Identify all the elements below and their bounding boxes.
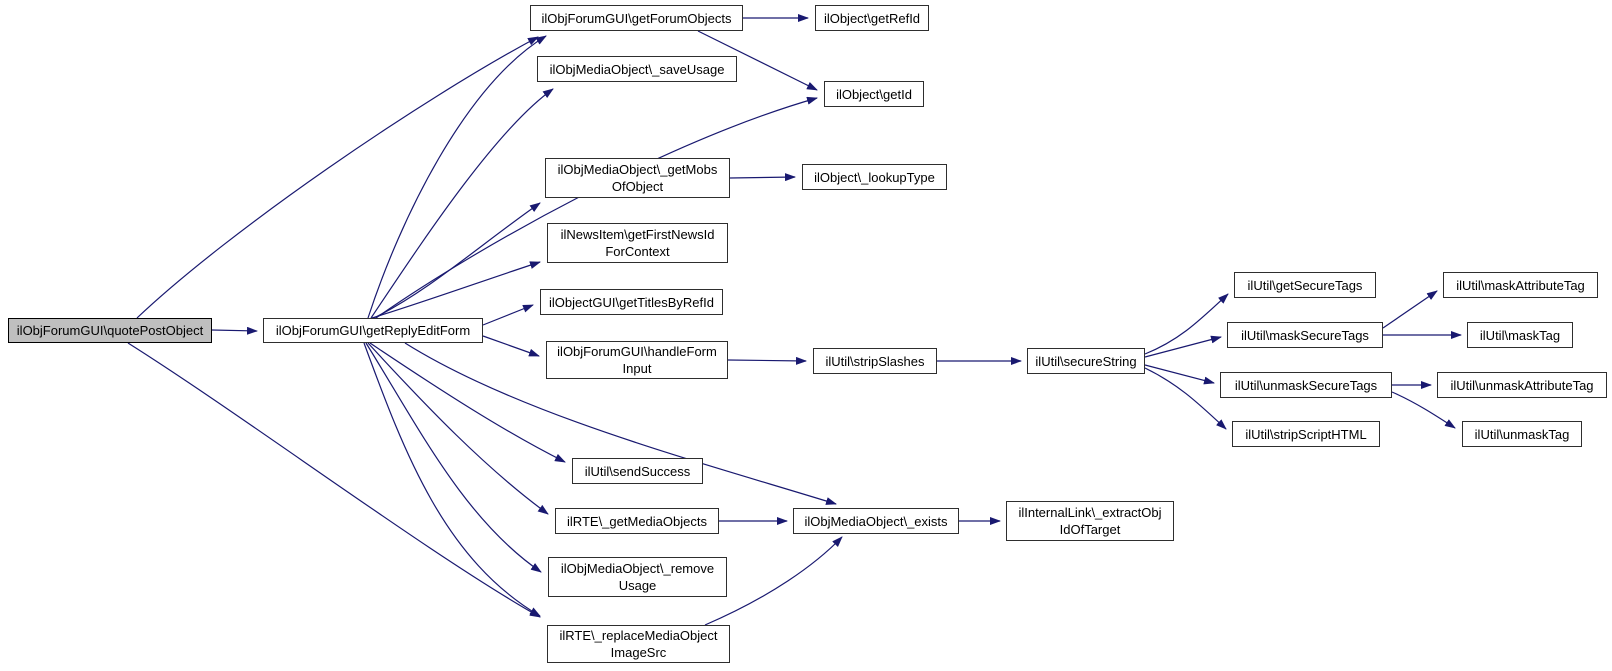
node-getSecureTags[interactable]: ilUtil\getSecureTags [1234, 272, 1376, 298]
node-getReplyEditForm[interactable]: ilObjForumGUI\getReplyEditForm [263, 318, 483, 343]
node-stripSlashes[interactable]: ilUtil\stripSlashes [813, 348, 937, 374]
edge-quote-to-forum [136, 36, 539, 319]
node-getTitlesByRefId[interactable]: ilObjectGUI\getTitlesByRefId [540, 289, 723, 315]
node-getMobsOfObject[interactable]: ilObjMediaObject\_getMobs OfObject [545, 158, 730, 198]
node-mediaObjectExists[interactable]: ilObjMediaObject\_exists [793, 508, 959, 534]
node-removeUsage[interactable]: ilObjMediaObject\_remove Usage [548, 557, 727, 597]
node-handleFormInput[interactable]: ilObjForumGUI\handleForm Input [546, 341, 728, 379]
node-lookupType[interactable]: ilObject\_lookupType [802, 164, 947, 190]
edge-quote-to-reply [211, 326, 258, 335]
edge-reply-to-exists [404, 342, 837, 505]
node-maskSecureTags[interactable]: ilUtil\maskSecureTags [1227, 322, 1383, 348]
node-getForumObjects[interactable]: ilObjForumGUI\getForumObjects [530, 5, 743, 31]
edge-forum-to-getid [697, 30, 818, 91]
node-unmaskTag[interactable]: ilUtil\unmaskTag [1462, 421, 1582, 447]
edge-reply-to-save [370, 88, 554, 319]
edge-masksec-to-maskattr [1382, 290, 1438, 329]
edge-quote-to-replace [127, 342, 541, 618]
node-quotePostObject: ilObjForumGUI\quotePostObject [8, 318, 212, 343]
node-sendSuccess[interactable]: ilUtil\sendSuccess [572, 458, 703, 484]
node-maskAttributeTag[interactable]: ilUtil\maskAttributeTag [1443, 272, 1598, 298]
node-unmaskAttributeTag[interactable]: ilUtil\unmaskAttributeTag [1437, 372, 1607, 398]
node-stripScriptHTML[interactable]: ilUtil\stripScriptHTML [1232, 421, 1380, 447]
edge-reply-to-titles [482, 304, 534, 326]
node-extractObjIdOfTarget[interactable]: ilInternalLink\_extractObj IdOfTarget [1006, 501, 1174, 541]
edge-reply-to-sendsuccess [369, 342, 566, 463]
node-getFirstNewsIdForContext[interactable]: ilNewsItem\getFirstNewsId ForContext [547, 223, 728, 263]
edge-handle-to-slashes [727, 356, 807, 365]
edge-reply-to-news [371, 261, 541, 319]
node-replaceMediaObjectImageSrc[interactable]: ilRTE\_replaceMediaObject ImageSrc [547, 625, 730, 663]
node-getRefId[interactable]: ilObject\getRefId [815, 5, 929, 31]
edge-reply-to-remove [365, 342, 542, 573]
edge-secure-to-getsec [1144, 293, 1229, 355]
edge-mobs-to-lookup [729, 173, 796, 182]
edge-reply-to-forum [367, 35, 547, 319]
node-getId[interactable]: ilObject\getId [824, 81, 924, 107]
edge-reply-to-getmedia [367, 342, 549, 515]
node-unmaskSecureTags[interactable]: ilUtil\unmaskSecureTags [1220, 372, 1392, 398]
edge-reply-to-handle [482, 335, 540, 357]
edge-replace-to-exists [704, 536, 843, 626]
edge-unmasksec-to-unmasktag [1391, 391, 1456, 429]
node-saveUsage[interactable]: ilObjMediaObject\_saveUsage [537, 56, 737, 82]
node-getMediaObjects[interactable]: ilRTE\_getMediaObjects [555, 508, 719, 534]
node-secureString[interactable]: ilUtil\secureString [1027, 348, 1145, 374]
edge-reply-to-getid [375, 96, 818, 319]
edge-secure-to-masksec [1144, 335, 1222, 358]
node-maskTag[interactable]: ilUtil\maskTag [1467, 322, 1573, 348]
edge-reply-to-mobs [373, 202, 541, 319]
edge-secure-to-stripscript [1144, 367, 1227, 430]
edge-reply-to-replace [363, 342, 541, 617]
edge-secure-to-unmasksec [1144, 364, 1215, 385]
